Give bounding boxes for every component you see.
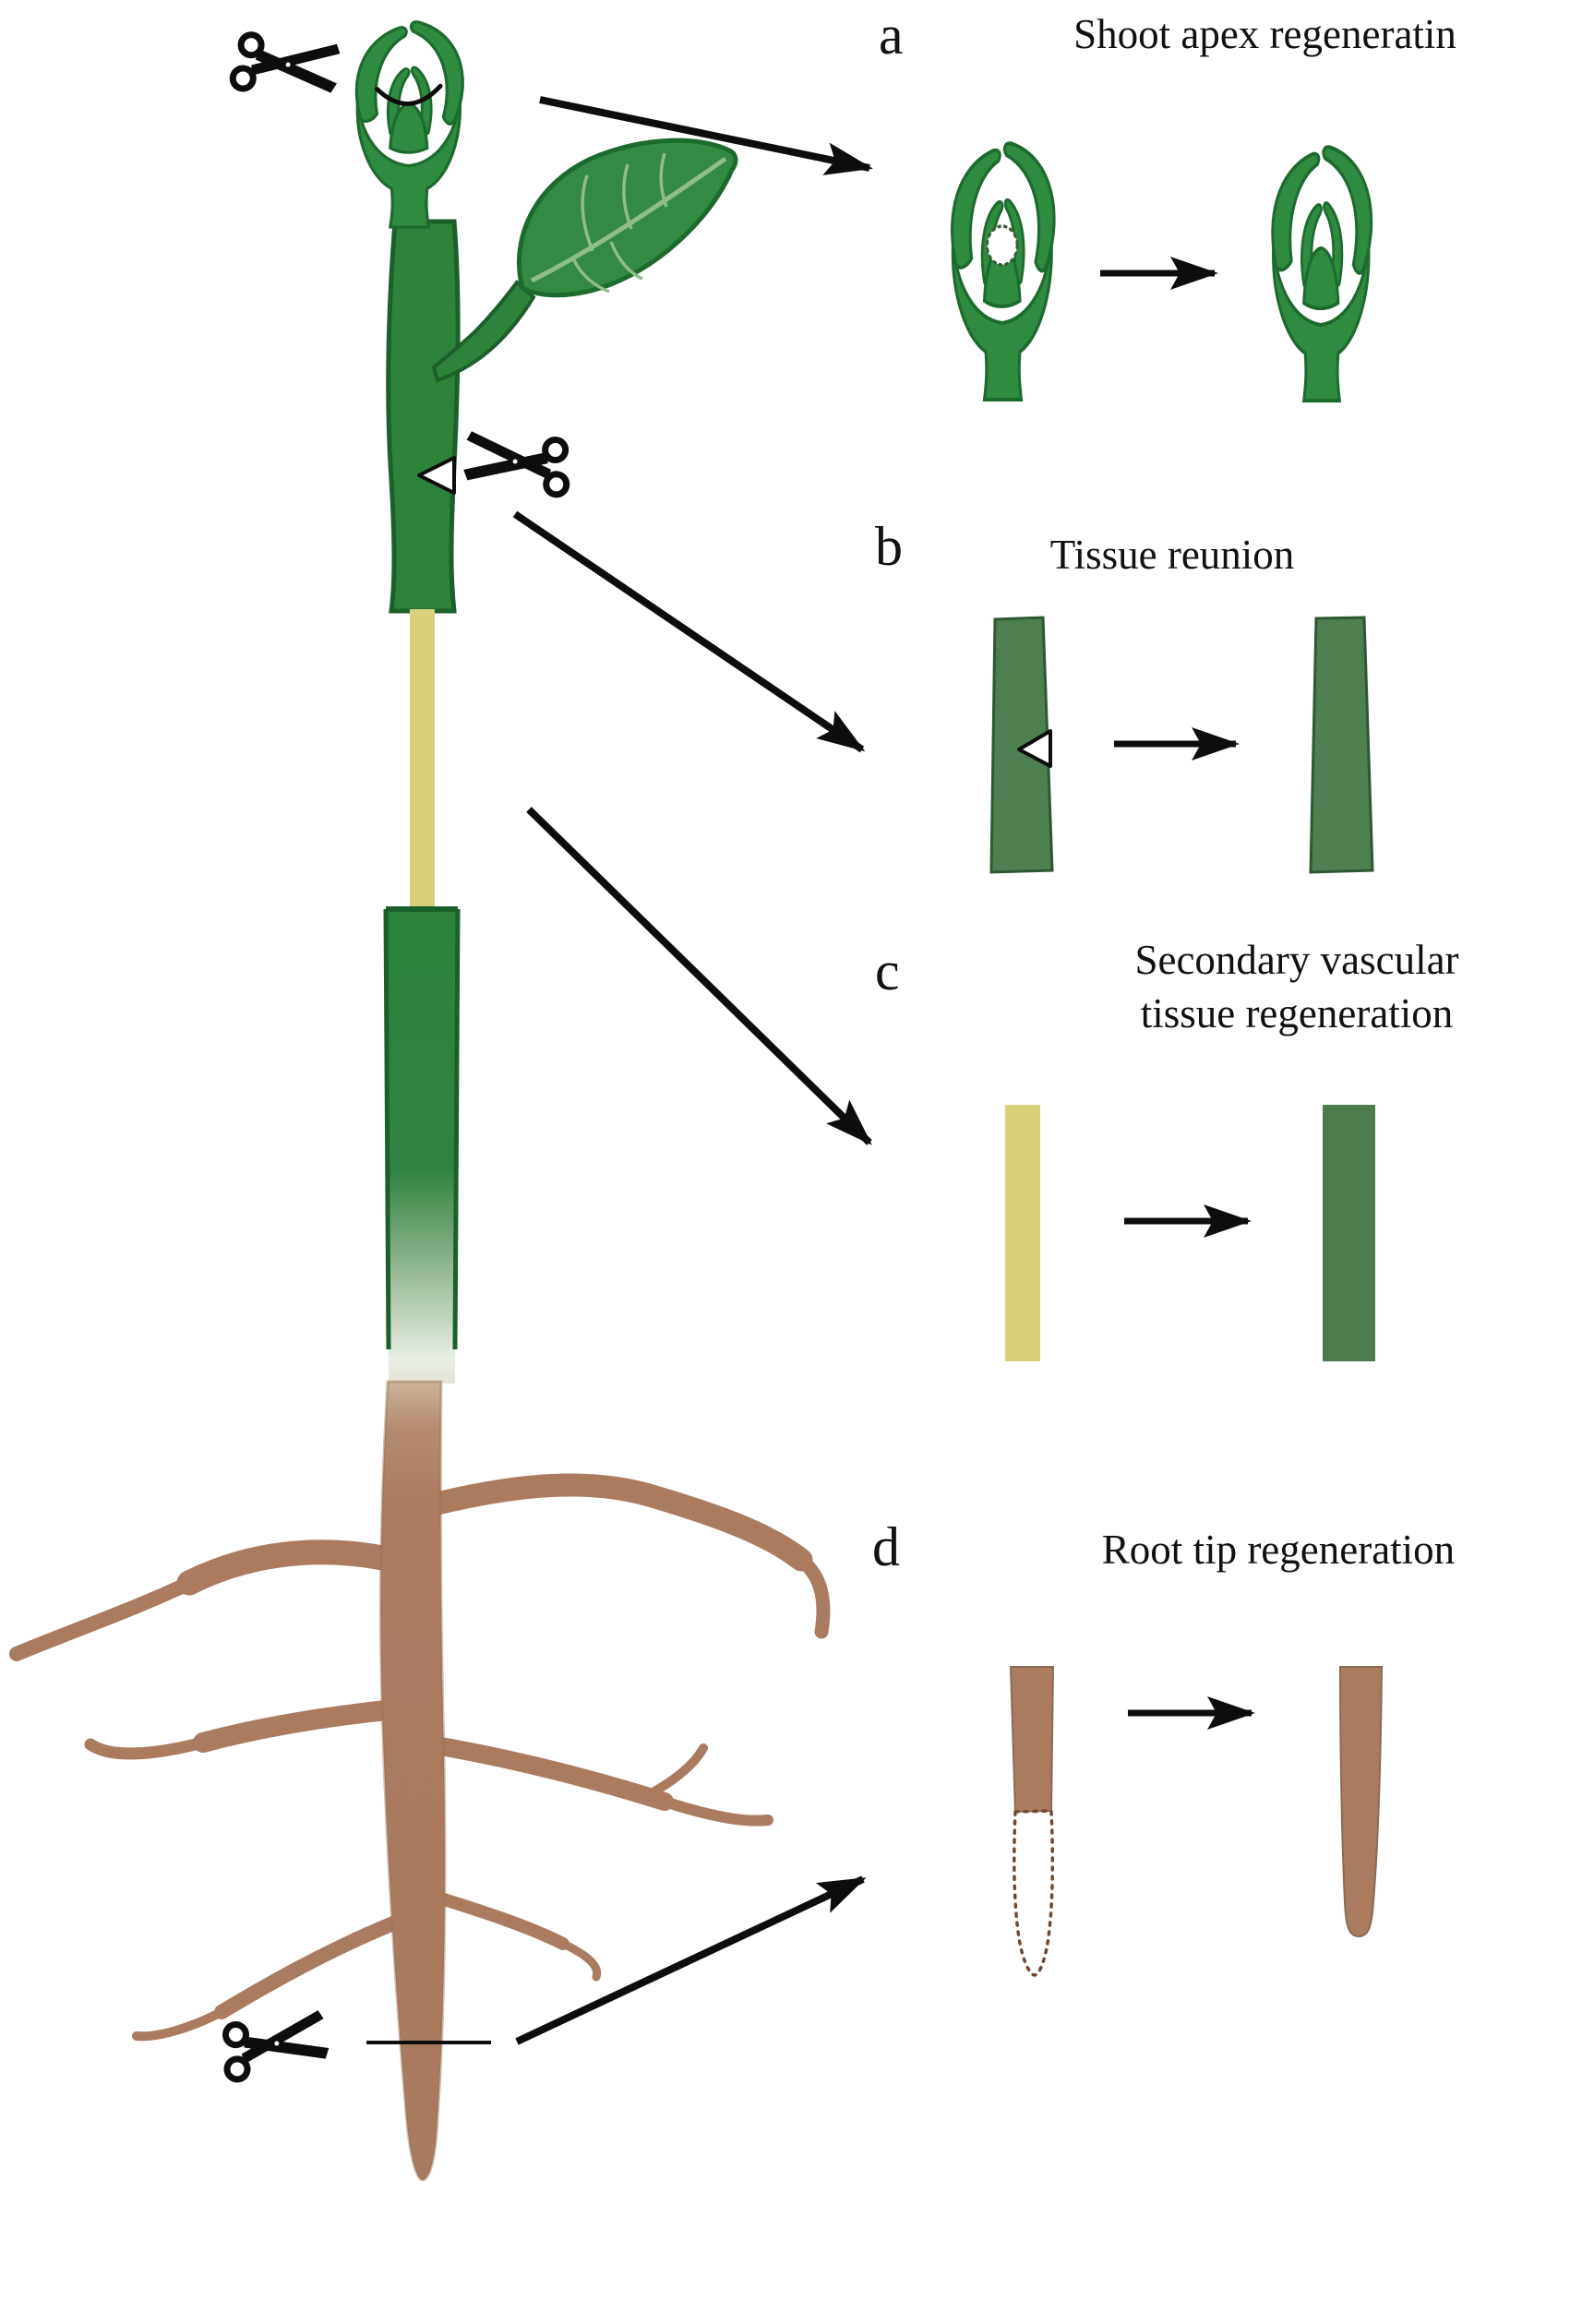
- panel-b-label: b: [875, 516, 903, 577]
- panel-c-title: Secondary vascular tissue regeneration: [1038, 934, 1555, 1040]
- tap-root: [378, 1380, 447, 2182]
- panel-d-label: d: [872, 1516, 900, 1577]
- panel-c-title-line1: Secondary vascular: [1134, 937, 1459, 983]
- leaf-veins: [530, 152, 727, 293]
- connector-arrows: [512, 96, 873, 2045]
- arrow-to-panel-b: [512, 510, 866, 753]
- scissors-icon-root: [220, 2009, 331, 2081]
- arrow-to-panel-d: [515, 1875, 867, 2045]
- plant-upper-stem: [386, 219, 461, 614]
- arrow-to-panel-c: [526, 807, 872, 1145]
- panel-c-bar-yellow: [1005, 1105, 1040, 1361]
- panel-d-root-regenerated: [1338, 1666, 1384, 1938]
- panel-d-title: Root tip regeneration: [1101, 1527, 1456, 1573]
- panel-a-apex-regenerated: [1270, 145, 1373, 403]
- panel-b-stem-healed: [1309, 616, 1374, 874]
- panel-a-apex-cut: [950, 141, 1057, 401]
- cut-mark-shoot-apex: [375, 83, 443, 106]
- panel-c-bar-green: [1323, 1105, 1375, 1361]
- panel-b-stem-cut: [989, 616, 1054, 874]
- panel-b-drawing: [989, 616, 1374, 874]
- panel-b-title: Tissue reunion: [1049, 532, 1295, 578]
- leaf: [517, 138, 738, 298]
- leaf-petiole: [431, 280, 536, 383]
- plant-shoot-apex: [354, 20, 464, 229]
- plant-yellow-internode: [410, 609, 435, 912]
- panel-d-root-cut: [1009, 1666, 1055, 1814]
- root-system: [9, 1380, 831, 2182]
- panel-d-drawing: [1009, 1666, 1384, 1977]
- panel-b-notch: [1017, 729, 1052, 768]
- panel-a-label: a: [879, 5, 904, 66]
- stem-notch-cut: [417, 456, 456, 495]
- plant-lower-stem: [383, 906, 461, 1384]
- panel-a-title: Shoot apex regeneratin: [1073, 11, 1456, 57]
- panel-c-title-line2: tissue regeneration: [1140, 989, 1454, 1036]
- panel-d-dotted-regrowth: [1013, 1809, 1055, 1977]
- panel-c-label: c: [875, 940, 900, 1001]
- excised-meristem-dotted-circle: [986, 224, 1019, 267]
- arrow-to-panel-a: [539, 96, 873, 175]
- scissors-icon-stem: [462, 431, 571, 496]
- scissors-icon-shoot: [232, 33, 341, 98]
- panel-c-drawing: [1005, 1105, 1375, 1361]
